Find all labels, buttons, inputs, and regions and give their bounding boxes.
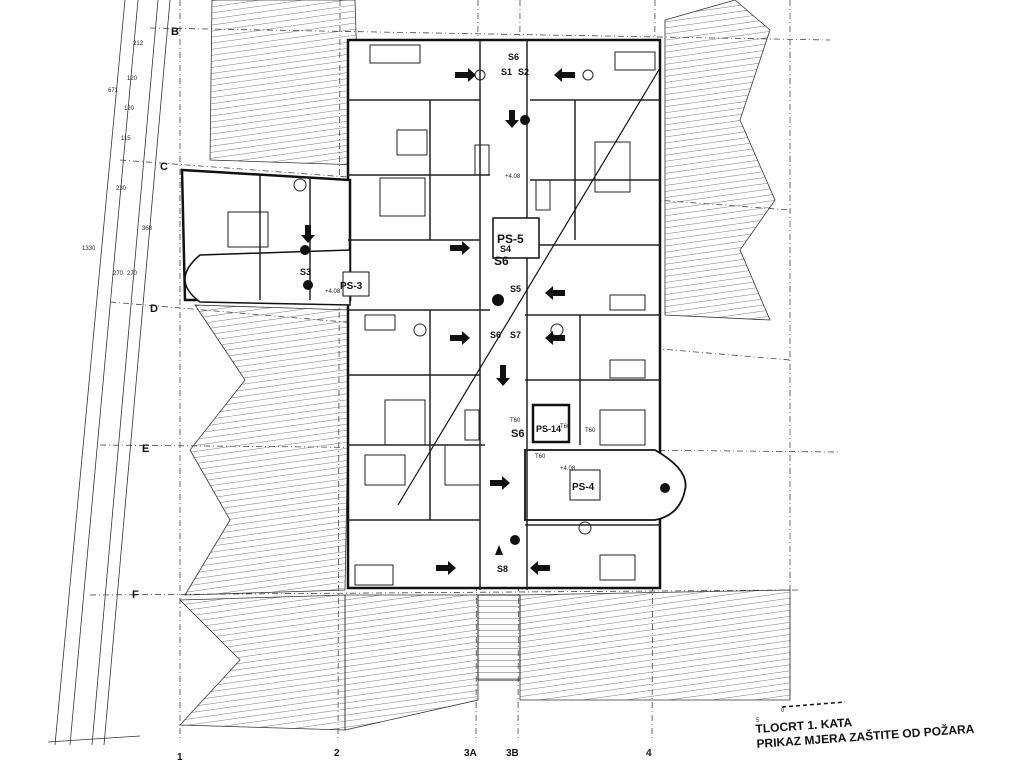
roof-hatch bbox=[179, 0, 791, 731]
svg-text:270: 270 bbox=[127, 271, 138, 277]
svg-text:S1: S1 bbox=[501, 67, 512, 77]
svg-text:115: 115 bbox=[121, 136, 131, 142]
svg-text:T60: T60 bbox=[510, 418, 521, 424]
svg-text:PS-5: PS-5 bbox=[497, 232, 524, 246]
column-axis-labels: 1 2 3A 3B 4 bbox=[177, 748, 652, 763]
svg-text:2: 2 bbox=[334, 748, 340, 759]
exit-labels: S1 S2 S3 S4 S5 S6 S6 S6 S6 S7 S8 bbox=[300, 52, 529, 574]
dimension-lines bbox=[47, 0, 171, 746]
svg-text:PS-3: PS-3 bbox=[340, 281, 363, 292]
fire-zone-ps5: PS-5 bbox=[492, 217, 540, 259]
dimension-values: 212 120 671 120 115 230 368 270 270 1330 bbox=[82, 41, 153, 277]
svg-text:+4.08: +4.08 bbox=[325, 289, 341, 295]
svg-text:1330: 1330 bbox=[82, 246, 96, 252]
svg-text:120: 120 bbox=[127, 76, 138, 82]
fire-zone-ps4: PS-4 bbox=[569, 469, 601, 501]
svg-text:270: 270 bbox=[113, 271, 124, 277]
svg-text:5: 5 bbox=[756, 718, 760, 724]
fire-zone-ps3: PS-3 bbox=[340, 271, 370, 297]
svg-text:C: C bbox=[160, 161, 168, 173]
svg-text:S7: S7 bbox=[510, 330, 521, 340]
svg-text:T60: T60 bbox=[535, 454, 546, 460]
svg-text:+4.08: +4.08 bbox=[560, 466, 576, 472]
svg-text:671: 671 bbox=[108, 88, 119, 94]
svg-text:PS-4: PS-4 bbox=[572, 482, 595, 493]
fire-zone-ps14: PS-14 bbox=[531, 403, 571, 444]
svg-text:3B: 3B bbox=[506, 748, 519, 759]
svg-text:B: B bbox=[171, 26, 179, 38]
svg-text:368: 368 bbox=[142, 226, 153, 232]
section-line bbox=[397, 67, 661, 506]
svg-text:230: 230 bbox=[116, 186, 127, 192]
svg-text:D: D bbox=[150, 303, 158, 315]
svg-text:E: E bbox=[142, 443, 149, 455]
svg-text:S6: S6 bbox=[511, 428, 524, 440]
door-ratings: T60 T60 T60 T60 bbox=[510, 418, 596, 460]
building-walls bbox=[180, 38, 687, 590]
furniture bbox=[227, 44, 656, 586]
svg-text:S6: S6 bbox=[508, 52, 519, 62]
svg-text:T60: T60 bbox=[585, 428, 596, 434]
svg-text:S6: S6 bbox=[494, 254, 509, 268]
level-marks: +4.08 +4.08 +4.08 bbox=[325, 174, 576, 472]
svg-text:S8: S8 bbox=[497, 564, 508, 574]
svg-text:S4: S4 bbox=[500, 244, 511, 254]
evacuation-arrows bbox=[300, 68, 670, 575]
svg-text:T60: T60 bbox=[560, 424, 571, 430]
svg-text:S6: S6 bbox=[490, 330, 501, 340]
svg-text:1: 1 bbox=[177, 752, 183, 763]
row-axis-labels: B C D E F bbox=[132, 26, 179, 601]
svg-text:0: 0 bbox=[781, 708, 785, 714]
svg-text:212: 212 bbox=[133, 41, 144, 47]
exterior-stairs bbox=[477, 594, 521, 681]
svg-text:120: 120 bbox=[124, 106, 135, 112]
scale-bar: 0 5 bbox=[756, 701, 846, 724]
svg-text:S5: S5 bbox=[510, 284, 521, 294]
svg-text:S2: S2 bbox=[518, 67, 529, 77]
svg-text:PS-14: PS-14 bbox=[536, 424, 561, 434]
svg-text:F: F bbox=[132, 589, 139, 601]
svg-text:S3: S3 bbox=[300, 267, 311, 277]
svg-text:4: 4 bbox=[646, 748, 652, 759]
svg-text:+4.08: +4.08 bbox=[505, 174, 521, 180]
svg-text:3A: 3A bbox=[464, 748, 477, 759]
